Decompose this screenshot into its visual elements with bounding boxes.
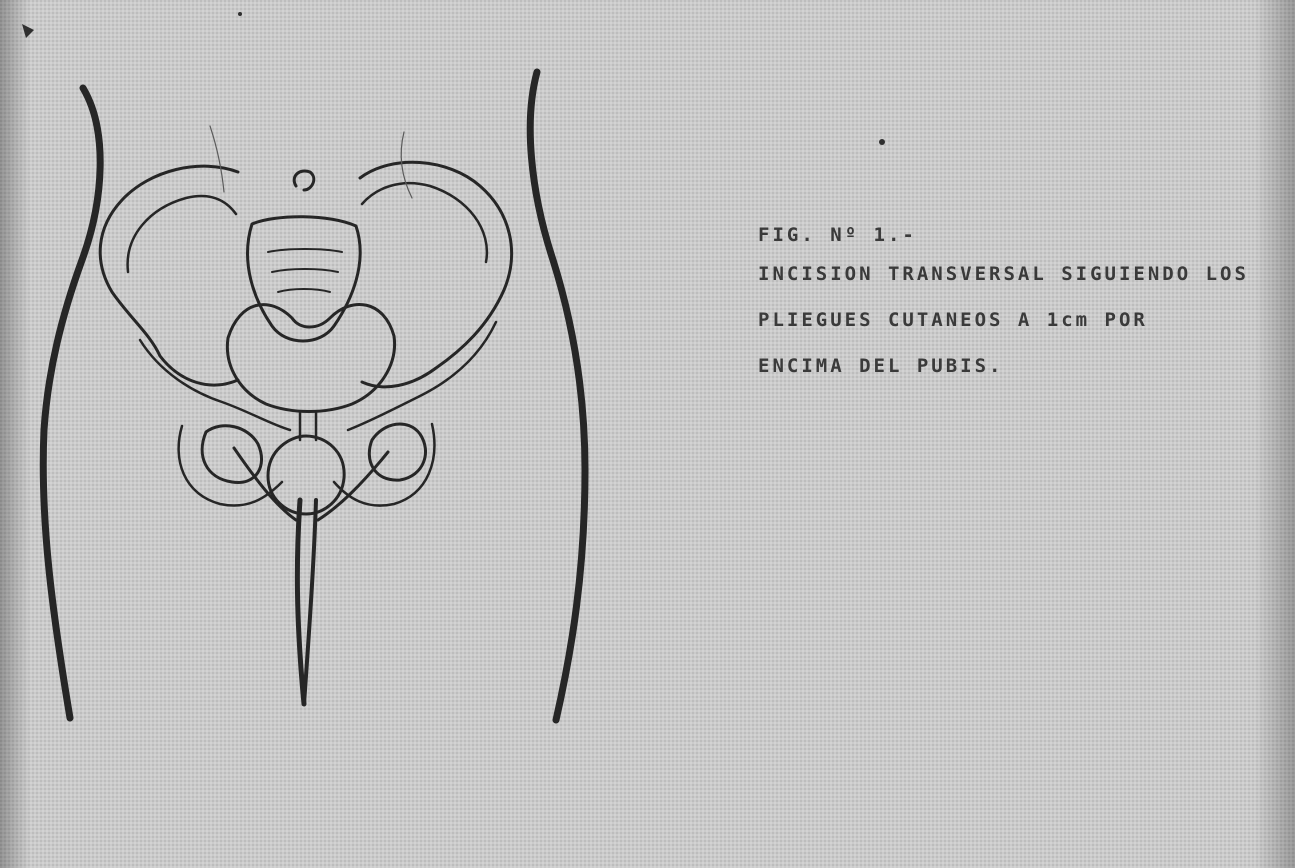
caption-line-1: INCISION TRANSVERSAL SIGUIENDO LOS: [758, 263, 1295, 285]
caption-line-2: PLIEGUES CUTANEOS A 1cm POR: [758, 309, 1295, 331]
paper-right-shadow: [1255, 0, 1295, 868]
figure-number: FIG. Nº 1.-: [758, 224, 1295, 246]
figure-caption: FIG. Nº 1.- INCISION TRANSVERSAL SIGUIEN…: [758, 224, 1295, 377]
paper-speck: [879, 139, 885, 145]
paper-speck: [238, 12, 242, 16]
caption-line-3: ENCIMA DEL PUBIS.: [758, 355, 1295, 377]
paper-left-shadow: [0, 0, 30, 868]
